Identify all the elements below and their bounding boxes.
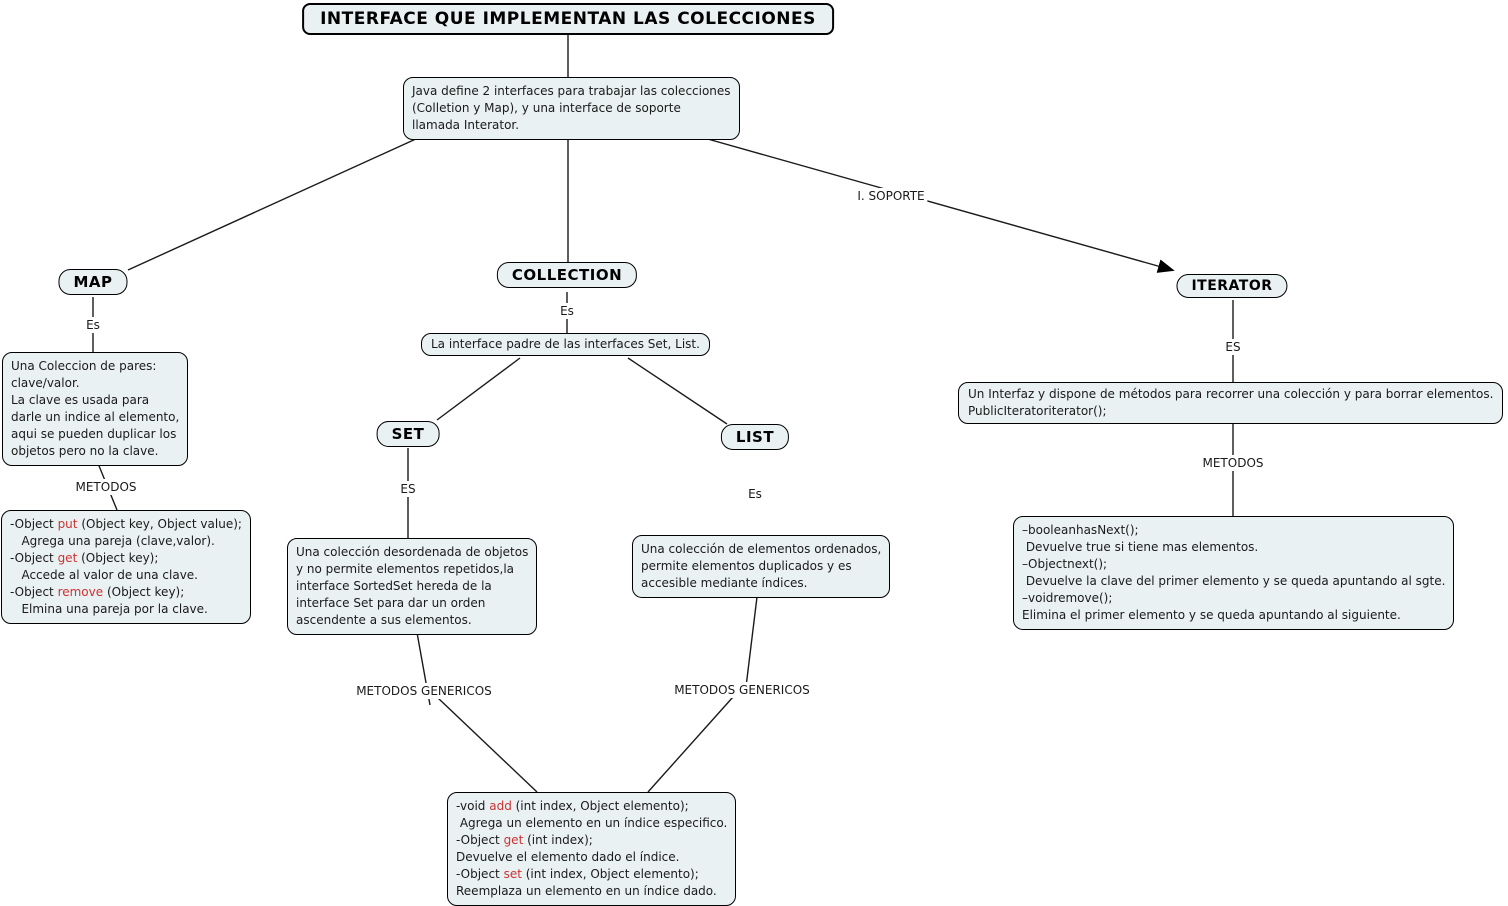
map-node[interactable]: MAP bbox=[58, 269, 128, 295]
link-label-map-es[interactable]: Es bbox=[83, 317, 103, 333]
iterator-methods-node[interactable]: –booleanhasNext(); Devuelve true si tien… bbox=[1013, 516, 1455, 630]
collection-description-node[interactable]: La interface padre de las interfaces Set… bbox=[421, 333, 710, 356]
collection-node[interactable]: COLLECTION bbox=[496, 262, 638, 288]
iterator-description-node[interactable]: Un Interfaz y dispone de métodos para re… bbox=[958, 382, 1504, 424]
link-label-collection-es[interactable]: Es bbox=[557, 303, 577, 319]
connector-line bbox=[437, 697, 538, 793]
link-label-iterator-es[interactable]: ES bbox=[1222, 339, 1244, 355]
connector-line-arrow bbox=[689, 133, 1175, 273]
link-label-soporte[interactable]: I. SOPORTE bbox=[854, 188, 928, 204]
link-label-iterator-metodos[interactable]: METODOS bbox=[1199, 455, 1267, 471]
list-node[interactable]: LIST bbox=[720, 424, 790, 450]
map-description-node[interactable]: Una Coleccion de pares: clave/valor. La … bbox=[2, 352, 189, 466]
intro-node[interactable]: Java define 2 interfaces para trabajar l… bbox=[403, 77, 740, 140]
link-label-list-es[interactable]: Es bbox=[745, 486, 765, 502]
set-node[interactable]: SET bbox=[376, 421, 440, 447]
list-description-node[interactable]: Una colección de elementos ordenados, pe… bbox=[632, 535, 891, 598]
link-label-set-metodos-genericos[interactable]: METODOS GENERICOS bbox=[353, 683, 495, 699]
generic-methods-node[interactable]: -void add (int index, Object elemento); … bbox=[447, 792, 737, 906]
connector-line bbox=[744, 596, 758, 696]
set-description-node[interactable]: Una colección desordenada de objetos y n… bbox=[287, 538, 538, 635]
connector-line bbox=[647, 696, 734, 793]
link-label-list-metodos-genericos[interactable]: METODOS GENERICOS bbox=[671, 682, 813, 698]
map-methods-node[interactable]: -Object put (Object key, Object value); … bbox=[1, 510, 251, 624]
iterator-node[interactable]: ITERATOR bbox=[1176, 274, 1288, 298]
connector-line bbox=[627, 357, 728, 425]
connector-line bbox=[127, 132, 430, 271]
link-label-set-es[interactable]: ES bbox=[397, 481, 419, 497]
link-label-map-metodos[interactable]: METODOS bbox=[72, 479, 140, 495]
title-node[interactable]: INTERFACE QUE IMPLEMENTAN LAS COLECCIONE… bbox=[302, 3, 834, 35]
connector-line bbox=[436, 357, 521, 421]
